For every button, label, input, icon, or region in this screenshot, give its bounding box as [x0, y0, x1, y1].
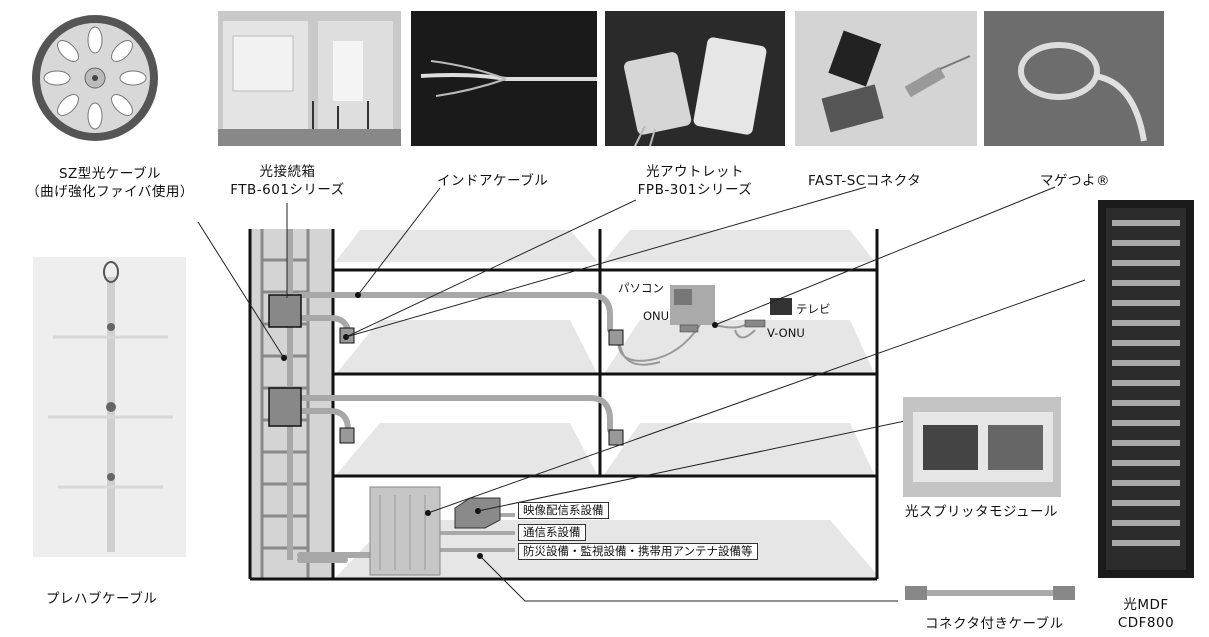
closure-box [268, 387, 302, 427]
closure-label: 光接続箱 FTB-601シリーズ [230, 164, 345, 198]
splitter-photo [903, 397, 1061, 497]
sz-cable-label: SZ型光ケーブル （曲げ強化ファイバ使用） [26, 166, 194, 200]
outlet-cube [339, 427, 355, 444]
comm-equipment-box: 通信系設備 [518, 524, 586, 541]
outlet-label: 光アウトレット FPB-301シリーズ [637, 164, 753, 198]
mdf-photo [1098, 200, 1194, 578]
outlet-cube [608, 429, 624, 446]
fastsc-photo [795, 11, 977, 146]
onu-device [679, 324, 699, 333]
indoor-cable-label: インドアケーブル [437, 173, 549, 189]
disaster-equipment-box: 防災設備・監視設備・携帯用アンテナ設備等 [518, 543, 758, 560]
floor-plane [603, 320, 875, 375]
floor-plane [335, 320, 598, 375]
connector-cable-photo [905, 578, 1075, 608]
vonu-device [744, 319, 766, 328]
outlet-photo [605, 11, 785, 146]
floor-plane [603, 230, 875, 262]
pc-label: パソコン [618, 281, 664, 295]
sz-cable-photo [30, 13, 160, 143]
prehab-label: プレハブケーブル [46, 591, 158, 607]
tv-label: テレビ [796, 302, 831, 316]
outlet-cube [608, 329, 624, 346]
splitter-label: 光スプリッタモジュール [905, 504, 1059, 520]
connector-cable-label: コネクタ付きケーブル [925, 616, 1064, 632]
magetsuyo-photo [984, 11, 1164, 146]
indoor-cable-photo [411, 11, 597, 146]
prehab-photo [33, 257, 186, 557]
fastsc-label: FAST-SCコネクタ [808, 173, 922, 189]
floor-plane [335, 230, 598, 262]
mdf-rack [369, 486, 441, 576]
floor-plane [335, 423, 598, 476]
floor-plane [603, 423, 875, 476]
magetsuyo-label: マゲつよ® [1040, 173, 1110, 189]
video-equipment-box: 映像配信系設備 [518, 502, 609, 519]
tv-device [770, 298, 792, 315]
mdf-label: 光MDF CDF800 [1117, 597, 1175, 631]
onu-label: ONU [643, 309, 670, 323]
closure-photo [218, 11, 401, 146]
vonu-label: V-ONU [767, 326, 805, 340]
closure-box [268, 294, 302, 328]
